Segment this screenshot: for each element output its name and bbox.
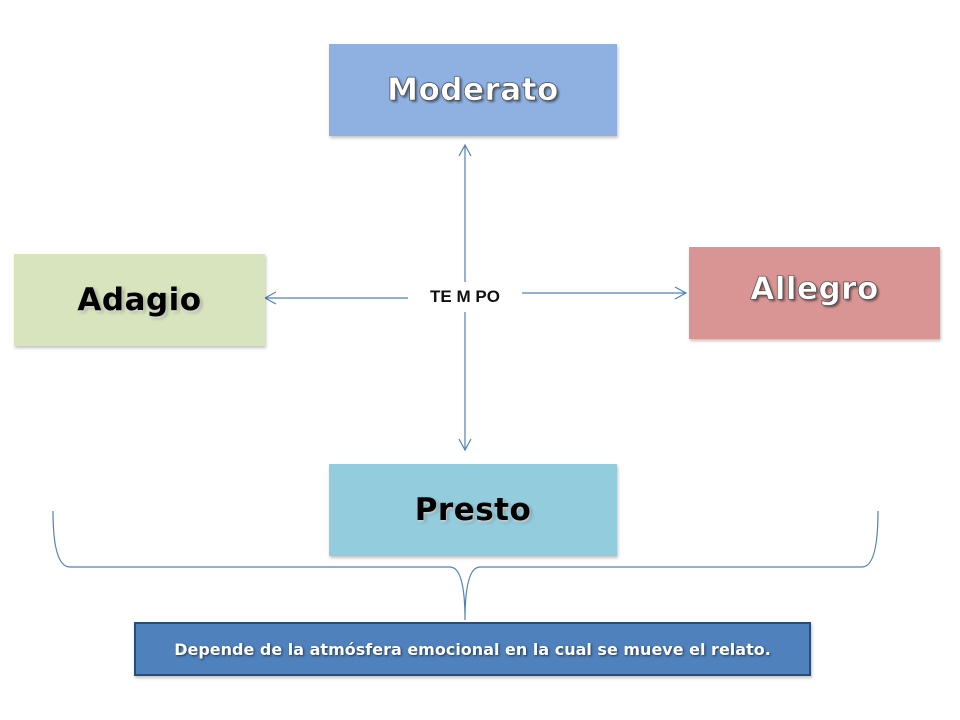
arrowhead-right xyxy=(674,286,688,300)
node-presto: Presto xyxy=(329,464,617,556)
node-adagio-label: Adagio xyxy=(77,282,202,318)
node-moderato: Moderato xyxy=(329,44,617,136)
note-text: Depende de la atmósfera emocional en la … xyxy=(174,639,771,659)
arrowhead-down xyxy=(458,438,472,452)
note-box: Depende de la atmósfera emocional en la … xyxy=(134,622,811,676)
center-label-tempo: TE M PO xyxy=(408,285,522,309)
node-allegro: Allegro xyxy=(689,247,940,339)
arrowhead-left xyxy=(263,291,277,305)
node-presto-label: Presto xyxy=(414,492,532,528)
arrowhead-up xyxy=(458,143,472,157)
node-moderato-label: Moderato xyxy=(387,72,559,109)
curly-brace xyxy=(52,510,879,621)
node-adagio: Adagio xyxy=(14,254,265,346)
node-allegro-label: Allegro xyxy=(750,271,879,308)
